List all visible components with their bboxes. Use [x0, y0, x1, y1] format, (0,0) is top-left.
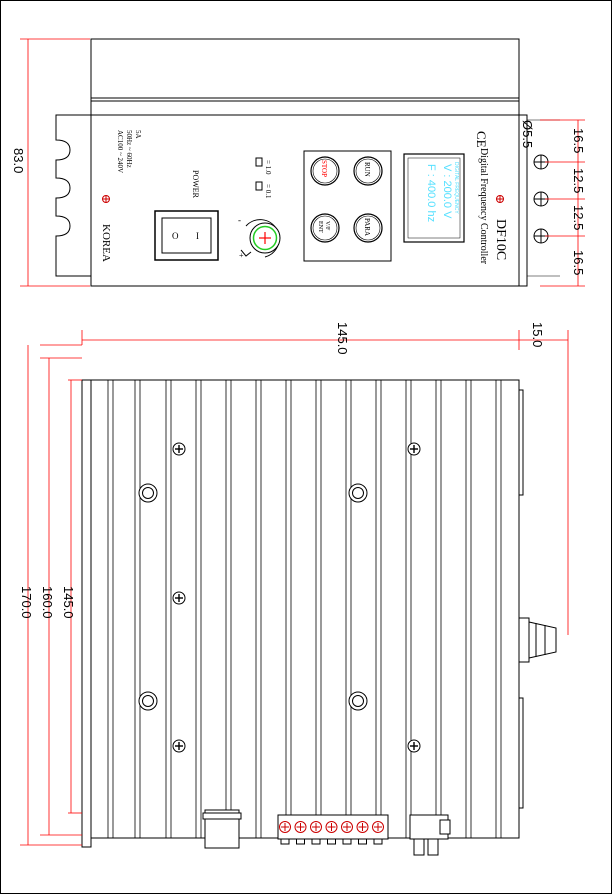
rear-plate-top: [518, 389, 524, 496]
lcd-voltage: V : 200.0 V: [441, 164, 453, 219]
round-screw: [138, 691, 158, 711]
knob-minus-label: -: [238, 215, 241, 225]
ac-spec: AC100 ~ 240V 50Hz ~ 60Hz 5A: [116, 130, 142, 173]
heatsink-fins: [107, 380, 502, 838]
ce-mark: CE: [474, 131, 489, 148]
power-switch[interactable]: O I: [154, 210, 219, 261]
run-button[interactable]: RUN: [353, 156, 383, 186]
step-icon-1: [255, 157, 263, 167]
terminal-screw: [356, 821, 369, 845]
dim-spacing-top: 16.5: [571, 128, 586, 153]
dim-spacing-mid1: 12.5: [571, 168, 586, 193]
plus-screw: [172, 591, 186, 605]
rear-plate-bottom: [518, 697, 524, 809]
terminal-screw: [279, 821, 291, 845]
rear-housing: [90, 38, 520, 116]
product-name: Digital Frequency Controller: [478, 148, 489, 265]
stop-button[interactable]: STOP: [310, 156, 340, 186]
heatsink-body: [90, 379, 520, 839]
rotary-knob[interactable]: - +: [238, 215, 281, 260]
heatsink-screws: [138, 442, 421, 753]
screw-mark-left: [102, 195, 110, 203]
stop-button-label: STOP: [320, 160, 328, 177]
vf-ent-button[interactable]: V/F ENT: [310, 213, 340, 243]
plus-screw: [172, 442, 186, 456]
terminal-screw: [341, 821, 353, 845]
left-bracket: [55, 114, 91, 277]
step-legend: = 1.0 = 0.1: [255, 157, 272, 199]
right-flange: [518, 114, 528, 287]
ac-spec-line2: 50Hz ~ 60Hz: [125, 130, 133, 168]
step-label-2: = 0.1: [264, 184, 272, 199]
side-front-plate: [81, 379, 92, 848]
knob-arrow: [240, 249, 252, 257]
lcd-header: DIGITAL FREQUENCY: [453, 162, 459, 214]
mount-hole: [533, 154, 549, 170]
round-screw: [348, 691, 368, 711]
vf-ent-label-1: V/F: [324, 221, 330, 231]
keypad: STOP RUN V/F ENT PARA: [303, 150, 392, 262]
lcd-display: DIGITAL FREQUENCY V : 200.0 V F : 400.0 …: [403, 153, 465, 243]
model-label: DF10C: [493, 219, 508, 260]
dim-height-outer: 170.0: [19, 586, 34, 619]
terminal-screw: [372, 821, 384, 845]
relay-connector: [409, 814, 451, 856]
front-panel-view: AC100 ~ 240V 50Hz ~ 60Hz 5A KOREA POWER …: [55, 38, 560, 287]
dim-offset: 15.0: [530, 322, 545, 347]
ac-spec-line1: AC100 ~ 240V: [116, 130, 124, 173]
cable-gland: [518, 617, 557, 663]
switch-on-mark: I: [196, 231, 199, 241]
terminal-screw: [294, 821, 307, 845]
terminal-block: [277, 814, 389, 845]
front-dimensions: [20, 38, 585, 287]
plus-screw: [172, 739, 186, 753]
dim-length: 145.0: [335, 322, 350, 355]
screw-mark-right: [496, 195, 504, 203]
dim-spacing-bottom: 16.5: [571, 250, 586, 275]
lcd-frequency: F : 400.0 hz: [425, 164, 437, 222]
round-screw: [138, 483, 158, 503]
dim-height-inner: 145.0: [61, 586, 76, 619]
dim-front-height: 83.0: [11, 148, 26, 173]
knob-plus-label: +: [239, 251, 244, 260]
step-label-1: = 1.0: [264, 160, 272, 175]
dim-spacing-mid2: 12.5: [571, 205, 586, 230]
terminal-screw: [310, 821, 322, 845]
country-label: KOREA: [100, 224, 112, 262]
ac-spec-line3: 5A: [134, 130, 142, 139]
step-icon-2: [255, 181, 263, 191]
para-button-label: PARA: [363, 218, 371, 236]
terminal-screw: [325, 821, 338, 845]
dim-hole-diameter: Ø5.5: [520, 120, 535, 148]
plus-screw: [407, 739, 421, 753]
side-dimensions: [20, 330, 569, 846]
run-button-label: RUN: [363, 162, 371, 177]
round-screw: [348, 483, 368, 503]
side-view: [81, 379, 557, 856]
plus-screw: [407, 442, 421, 456]
para-button[interactable]: PARA: [353, 213, 383, 243]
vf-ent-label-2: ENT: [317, 221, 323, 233]
power-label: POWER: [191, 170, 200, 199]
switch-off-mark: O: [172, 231, 179, 241]
dim-height-mid: 160.0: [40, 586, 55, 619]
